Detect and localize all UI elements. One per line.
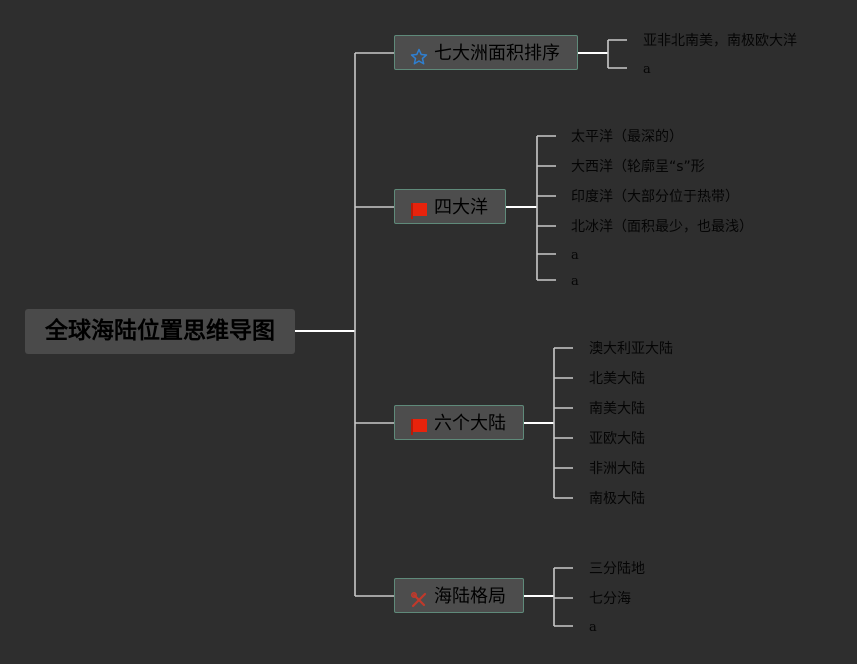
leaf-item[interactable]: 亚非北南美，南极欧大洋 [643,33,797,49]
red-flag-icon [410,197,428,219]
branch-label: 七大洲面积排序 [434,43,560,64]
leaf-item[interactable]: 非洲大陆 [589,461,645,477]
root-title: 全球海陆位置思维导图 [45,318,275,344]
tools-icon [410,586,428,608]
red-flag-icon [410,413,428,435]
leaf-item[interactable]: a [589,620,597,635]
branch-six-continents[interactable]: 六个大陆 [394,405,524,440]
leaf-item[interactable]: 七分海 [589,591,631,607]
leaf-item[interactable]: 南美大陆 [589,401,645,417]
leaf-item[interactable]: 三分陆地 [589,561,645,577]
leaf-item[interactable]: a [643,62,651,77]
leaf-item[interactable]: 亚欧大陆 [589,431,645,447]
root-node[interactable]: 全球海陆位置思维导图 [25,309,295,354]
leaf-item[interactable]: a [571,248,579,263]
leaf-item[interactable]: 澳大利亚大陆 [589,341,673,357]
branch-four-oceans[interactable]: 四大洋 [394,189,506,224]
branch-label: 四大洋 [434,197,488,218]
branch-land-sea-pattern[interactable]: 海陆格局 [394,578,524,613]
leaf-item[interactable]: 南极大陆 [589,491,645,507]
branch-continent-area-order[interactable]: 七大洲面积排序 [394,35,578,70]
branch-label: 六个大陆 [434,413,506,434]
leaf-item[interactable]: a [571,274,579,289]
branch-label: 海陆格局 [434,586,506,607]
leaf-item[interactable]: 北美大陆 [589,371,645,387]
leaf-item[interactable]: 大西洋（轮廓呈“s”形 [571,159,705,175]
leaf-item[interactable]: 印度洋（大部分位于热带） [571,189,739,205]
leaf-item[interactable]: 北冰洋（面积最少，也最浅） [571,219,753,235]
star-outline-icon [410,43,428,65]
leaf-item[interactable]: 太平洋（最深的） [571,129,683,145]
